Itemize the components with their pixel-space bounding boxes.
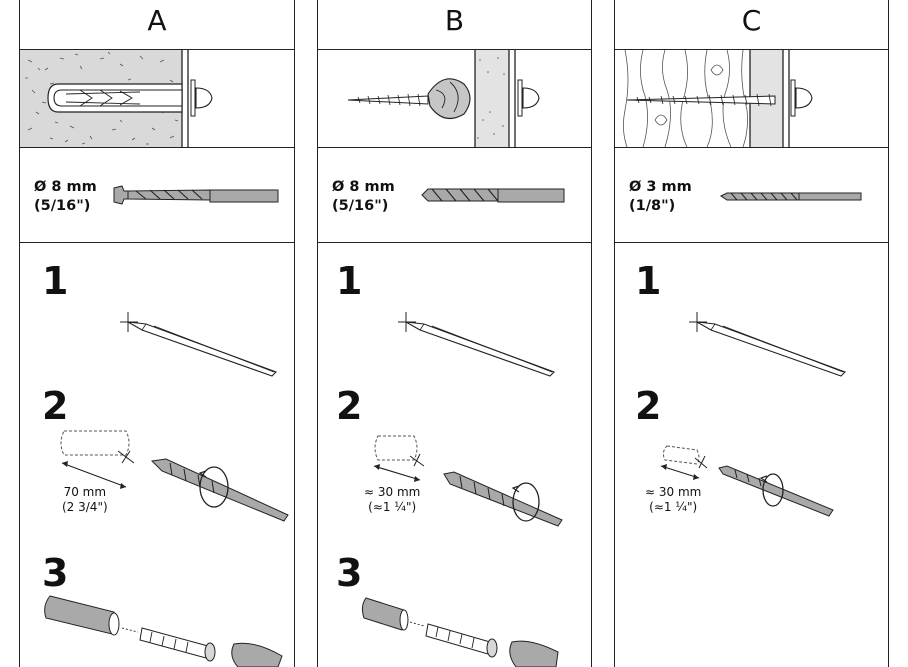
depth-measure-label: ≈ 30 mm (≈1 ¼") (645, 485, 701, 515)
bit-size-label: Ø 3 mm (1/8") (629, 178, 692, 216)
insert-plug-illustration (44, 595, 283, 667)
divider (318, 49, 591, 50)
column-letter: C (741, 4, 762, 37)
step-2-number: 2 (336, 384, 363, 428)
step-3-number: 3 (42, 551, 69, 595)
drill-depth-illustration (60, 430, 289, 522)
divider (20, 147, 294, 148)
depth-measure-label: 70 mm (2 3/4") (62, 485, 108, 515)
pencil-mark-icon (689, 312, 846, 377)
step-1-number: 1 (635, 259, 662, 303)
divider (318, 242, 591, 243)
insert-plug-illustration (361, 597, 559, 667)
plasterboard-plug-illustration (347, 50, 540, 147)
bit-size-inch: (5/16") (332, 198, 389, 214)
concrete-wall-plug-illustration (20, 50, 213, 147)
step-1-number: 1 (336, 259, 363, 303)
bit-size-metric: Ø 8 mm (332, 179, 395, 195)
column-c: C Ø 3 mm (1/8") 1 (614, 0, 889, 667)
step-2-number: 2 (635, 384, 662, 428)
depth-metric: ≈ 30 mm (645, 485, 702, 499)
divider (615, 147, 888, 148)
bit-size-inch: (5/16") (34, 198, 91, 214)
column-letter: A (147, 4, 167, 37)
depth-inch: (2 3/4") (62, 500, 108, 514)
pencil-mark-icon (120, 312, 277, 377)
bit-size-metric: Ø 8 mm (34, 179, 97, 195)
divider (20, 242, 294, 243)
drill-depth-illustration (373, 435, 563, 527)
drill-bit-icon (113, 185, 279, 205)
step-1-number: 1 (42, 259, 69, 303)
column-letter: B (444, 4, 465, 37)
bit-size-label: Ø 8 mm (5/16") (34, 178, 97, 216)
drill-bit-icon (421, 188, 565, 203)
divider (615, 49, 888, 50)
divider (20, 49, 294, 50)
pencil-mark-icon (398, 312, 555, 377)
depth-inch: (≈1 ¼") (649, 500, 698, 514)
depth-metric: 70 mm (63, 485, 107, 499)
column-a: A Ø 8 mm (5/16") 1 2 (19, 0, 295, 667)
step-3-number: 3 (336, 551, 363, 595)
drill-bit-icon (720, 192, 862, 201)
divider (615, 242, 888, 243)
drill-depth-illustration (660, 445, 834, 517)
step-2-number: 2 (42, 384, 69, 428)
bit-size-label: Ø 8 mm (5/16") (332, 178, 395, 216)
depth-inch: (≈1 ¼") (368, 500, 417, 514)
bit-size-metric: Ø 3 mm (629, 179, 692, 195)
divider (318, 147, 591, 148)
depth-measure-label: ≈ 30 mm (≈1 ¼") (364, 485, 420, 515)
wood-wall-screw-illustration (623, 49, 813, 148)
depth-metric: ≈ 30 mm (364, 485, 421, 499)
bit-size-inch: (1/8") (629, 198, 676, 214)
column-b: B Ø 8 mm (5/16") 1 2 (317, 0, 592, 667)
